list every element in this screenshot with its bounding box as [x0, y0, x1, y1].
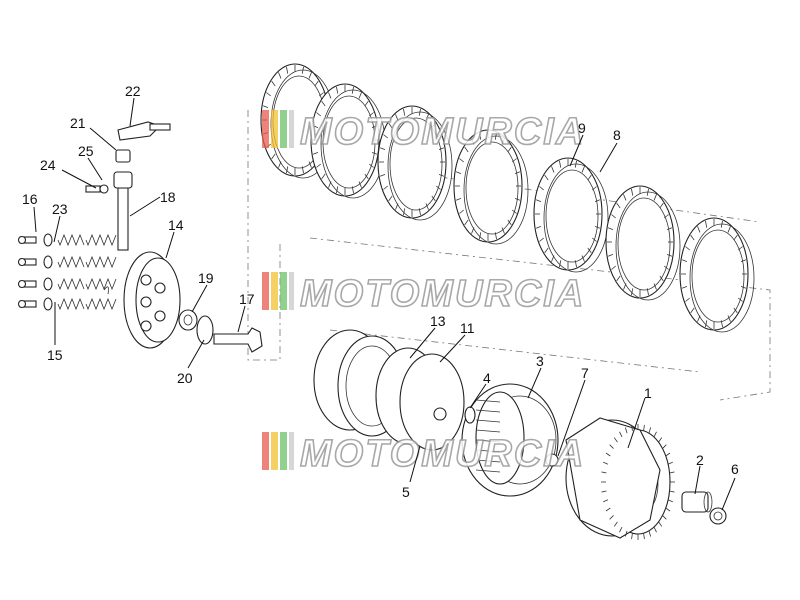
callout-16: 16	[22, 191, 38, 207]
gear-tooth	[665, 452, 671, 457]
gear-tooth	[609, 515, 614, 520]
callout-21: 21	[70, 115, 86, 131]
gear-tooth	[609, 444, 614, 449]
callout-23: 23	[52, 201, 68, 217]
gear-tooth	[658, 521, 663, 527]
callout-14: 14	[168, 217, 184, 233]
callout-9: 9	[578, 120, 586, 136]
spring-bolt-set	[17, 277, 117, 291]
callout-20: 20	[177, 370, 193, 386]
gear-tooth	[613, 521, 618, 527]
hub-spline	[475, 439, 501, 443]
watermark: MOTOMURCIA	[262, 432, 585, 476]
callout-13: 13	[430, 313, 446, 329]
gear-tooth	[667, 499, 673, 503]
callout-1: 1	[644, 385, 652, 401]
watermark: MOTOMURCIA	[262, 110, 585, 154]
clutch-hub	[461, 383, 559, 497]
gear-tooth	[648, 530, 652, 537]
gear-tooth	[648, 427, 652, 434]
spring-bolt-set	[17, 255, 117, 269]
gear-tooth	[624, 427, 628, 434]
clutch-disc	[533, 157, 609, 273]
spring-bolt-set	[17, 233, 117, 247]
clutch-disc	[310, 83, 386, 199]
bearing-and-washer	[178, 309, 214, 345]
pressure-plate-lower-discs	[313, 329, 559, 467]
leader-lines	[33, 97, 736, 511]
pushrod-pin	[213, 327, 263, 353]
clutch-disc	[679, 217, 755, 333]
gear-tooth	[667, 461, 673, 465]
release-shaft	[85, 121, 171, 251]
spring-bolt-sets	[17, 233, 117, 311]
gear-tooth	[605, 452, 611, 457]
callout-22: 22	[125, 83, 141, 99]
svg-text:MOTOMURCIA: MOTOMURCIA	[300, 111, 585, 153]
gear-tooth	[643, 424, 645, 431]
callout-11: 11	[460, 320, 475, 336]
gear-tooth	[601, 490, 607, 493]
callout-6: 6	[731, 461, 739, 477]
gear-tooth	[631, 533, 633, 540]
pressure-plate	[103, 251, 181, 349]
callout-17: 17	[239, 291, 255, 307]
watermark: MOTOMURCIA	[262, 272, 585, 316]
clutch-disc	[377, 105, 453, 221]
gear-tooth	[603, 499, 609, 503]
gear-tooth	[624, 530, 628, 537]
gear-tooth	[653, 431, 657, 438]
callout-8: 8	[613, 127, 621, 143]
clutch-disc	[605, 185, 681, 301]
gear-tooth	[605, 507, 611, 512]
callout-7: 7	[581, 365, 589, 381]
callout-2: 2	[696, 452, 704, 468]
callout-15: 15	[47, 347, 63, 363]
callout-5: 5	[402, 484, 410, 500]
clutch-disc	[453, 129, 529, 245]
spring-bolt-set	[17, 297, 117, 311]
svg-text:MOTOMURCIA: MOTOMURCIA	[300, 433, 585, 475]
watermark-group: MOTOMURCIA MOTOMURCIA MOTOMURCIA	[262, 110, 585, 476]
callout-18: 18	[160, 189, 176, 205]
gear-tooth	[619, 431, 623, 438]
gear-tooth	[613, 437, 618, 443]
hub-spline	[475, 399, 501, 403]
gear-tooth	[658, 437, 663, 443]
callout-3: 3	[536, 353, 544, 369]
callout-labels: 1 2 3 4 5 6 7 8 9 11 13 14 15 16 17 18 1…	[22, 83, 739, 500]
svg-text:MOTOMURCIA: MOTOMURCIA	[300, 273, 585, 315]
gear-tooth	[662, 515, 667, 520]
hub-spline	[475, 419, 501, 423]
gear-tooth	[619, 526, 623, 533]
bushing-and-washer	[681, 491, 727, 525]
gear-tooth	[601, 471, 607, 474]
gear-tooth	[662, 444, 667, 449]
clutch-disc-stack-upper	[260, 63, 755, 333]
gear-tooth	[669, 490, 675, 493]
hub-spline	[475, 449, 501, 453]
gear-tooth	[669, 471, 675, 474]
hub-spline	[475, 469, 501, 473]
hub-spline	[475, 429, 501, 433]
hub-spline	[475, 459, 501, 463]
gear-tooth	[665, 507, 671, 512]
callout-24: 24	[40, 157, 56, 173]
gear-tooth	[643, 533, 645, 540]
clutch-basket	[565, 417, 675, 540]
callout-19: 19	[198, 270, 214, 286]
hub-spline	[475, 409, 501, 413]
gear-tooth	[631, 424, 633, 431]
gear-tooth	[603, 461, 609, 465]
gear-tooth	[653, 526, 657, 533]
callout-25: 25	[78, 143, 94, 159]
callout-4: 4	[483, 370, 491, 386]
